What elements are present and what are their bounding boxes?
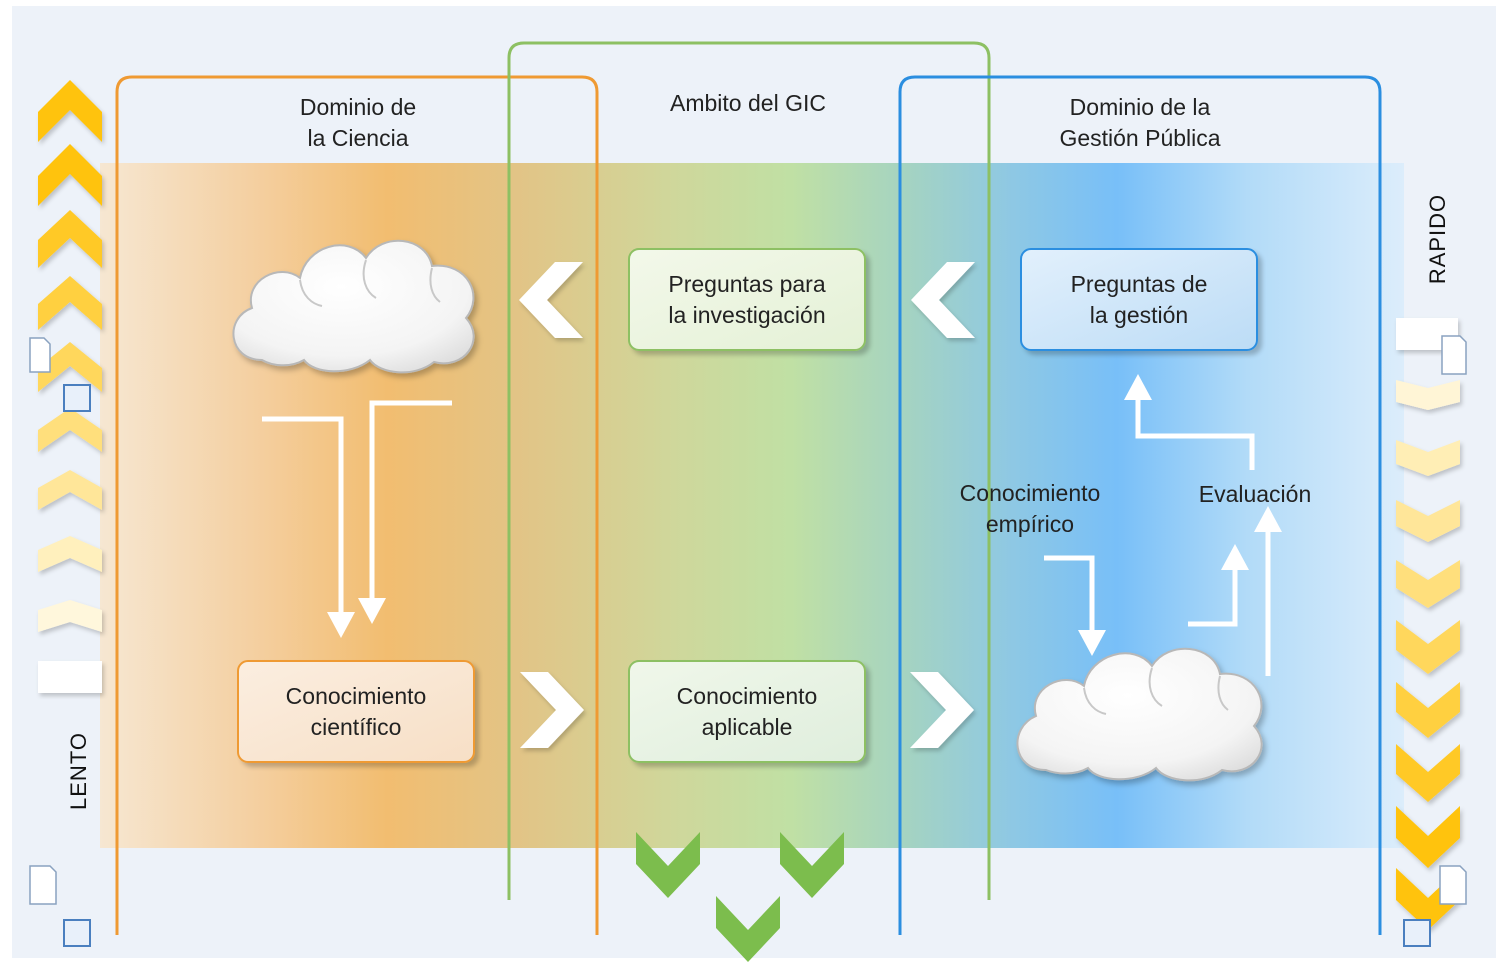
chevron-down-icon (780, 832, 844, 898)
empirical-knowledge-label: Conocimiento empírico (959, 480, 1101, 537)
arrow-down-icon (1044, 555, 1095, 636)
cloud-icon (232, 239, 475, 374)
management-questions-box: Preguntas de la gestión (1020, 248, 1258, 351)
management-domain-title: Dominio de la Gestión Pública (1059, 94, 1221, 151)
evaluation-label: Evaluación (1198, 481, 1312, 507)
chevron-left-icon (519, 262, 583, 338)
chevron-down-icon (1396, 620, 1460, 674)
chevron-down-icon (1396, 380, 1460, 410)
chevron-up-icon (38, 210, 102, 268)
fast-label: RAPIDO (1425, 193, 1451, 285)
arrow-up-icon (1135, 396, 1255, 470)
science-domain-title: Dominio de la Ciencia (299, 94, 417, 151)
fast-chevron-column (1396, 318, 1460, 930)
scientific-knowledge-box: Conocimiento científico (237, 660, 475, 763)
chevron-down-icon (1396, 682, 1460, 738)
arrow-down-icon (327, 612, 355, 638)
gic-domain-title: Ambito del GIC (670, 90, 826, 116)
chevron-right-icon (910, 672, 974, 748)
frame-icon (63, 384, 1431, 947)
chevron-flat-icon (38, 661, 102, 693)
chevron-down-icon (1396, 500, 1460, 542)
chevron-down-icon (1396, 440, 1460, 476)
document-icon (29, 335, 1467, 905)
arrow-up-icon (1254, 506, 1282, 532)
chevron-up-icon (38, 470, 102, 510)
arrow-down-icon (262, 400, 452, 620)
chevron-down-icon (636, 832, 700, 898)
chevron-down-icon (1396, 560, 1460, 608)
gic-domain-frame (507, 41, 991, 900)
cloud-icon (1016, 647, 1263, 782)
applicable-knowledge-box: Conocimiento aplicable (628, 660, 866, 763)
chevron-up-icon (38, 600, 102, 632)
chevron-up-icon (38, 408, 102, 452)
arrow-down-icon (358, 598, 386, 624)
arrow-up-icon (1124, 374, 1152, 400)
arrow-up-icon (1221, 544, 1249, 570)
slow-label: LENTO (65, 732, 91, 810)
chevron-down-icon (1396, 744, 1460, 802)
chevron-right-icon (520, 672, 584, 748)
science-domain-frame (115, 75, 599, 935)
chevron-up-icon (38, 80, 102, 142)
management-domain-frame (898, 75, 1382, 935)
chevron-up-icon (38, 276, 102, 330)
arrow-up-icon (1188, 566, 1238, 627)
arrow-down-icon (1078, 630, 1106, 656)
chevron-up-icon (38, 144, 102, 206)
chevron-down-icon (1396, 806, 1460, 868)
chevron-up-icon (38, 342, 102, 392)
slow-chevron-column (38, 80, 102, 693)
chevron-down-icon (716, 896, 780, 962)
research-questions-box: Preguntas para la investigación (628, 248, 866, 351)
chevron-left-icon (911, 262, 975, 338)
chevron-up-icon (38, 536, 102, 572)
